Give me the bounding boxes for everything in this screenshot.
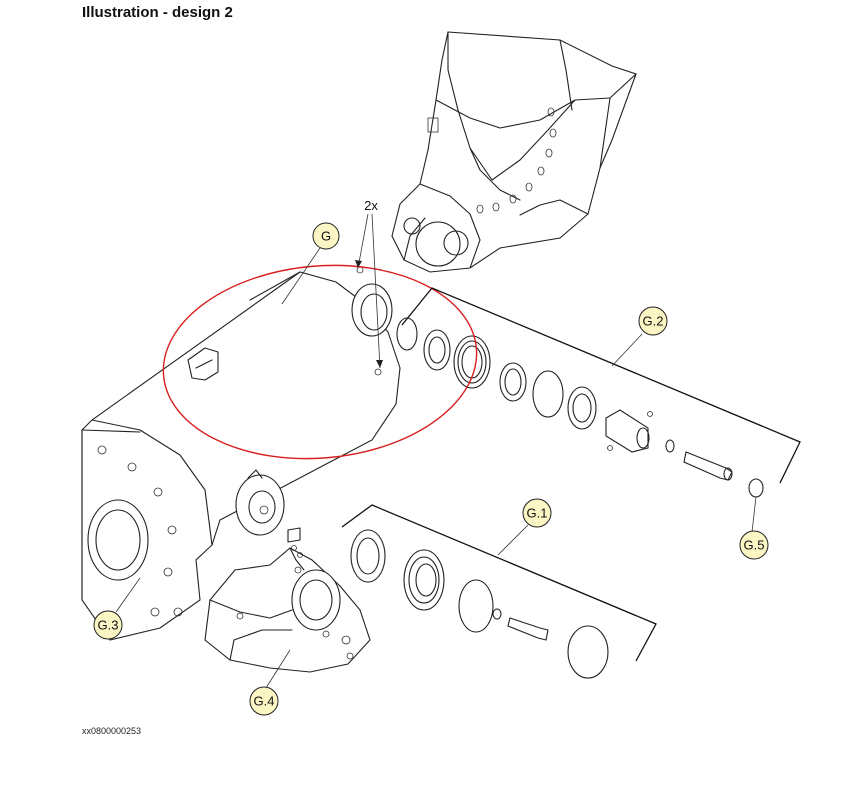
housing-end-flange: [351, 266, 393, 376]
callout-g3: G.3: [93, 610, 123, 640]
callout-label: G: [321, 229, 331, 244]
upper-arm-part: [391, 31, 638, 273]
illustration-title: Illustration - design 2: [82, 4, 233, 21]
base-part: [204, 527, 371, 673]
callout-g2: G.2: [638, 306, 668, 336]
callout-g1: G.1: [522, 498, 552, 528]
callout-g5: G.5: [739, 530, 769, 560]
callout-label: G.3: [98, 618, 119, 633]
g1-bracket: [341, 504, 657, 662]
g2-parts: [396, 317, 764, 498]
upper-arm-bolt-holes: [476, 107, 557, 214]
highlight-ellipse: [162, 264, 478, 460]
callout-g4: G.4: [249, 686, 279, 716]
callout-label: G.4: [254, 694, 275, 709]
g2-bracket: [401, 287, 801, 484]
g1-parts: [350, 529, 609, 679]
quantity-note: 2x: [364, 198, 378, 213]
callout-label: G.5: [744, 538, 765, 553]
main-housing-part: [81, 271, 401, 641]
callout-label: G.2: [643, 314, 664, 329]
document-id: xx0800000253: [82, 726, 142, 736]
leader-lines: [115, 213, 757, 689]
housing-bolts: [97, 445, 183, 617]
callout-g: G: [312, 222, 340, 250]
callout-label: G.1: [527, 506, 548, 521]
